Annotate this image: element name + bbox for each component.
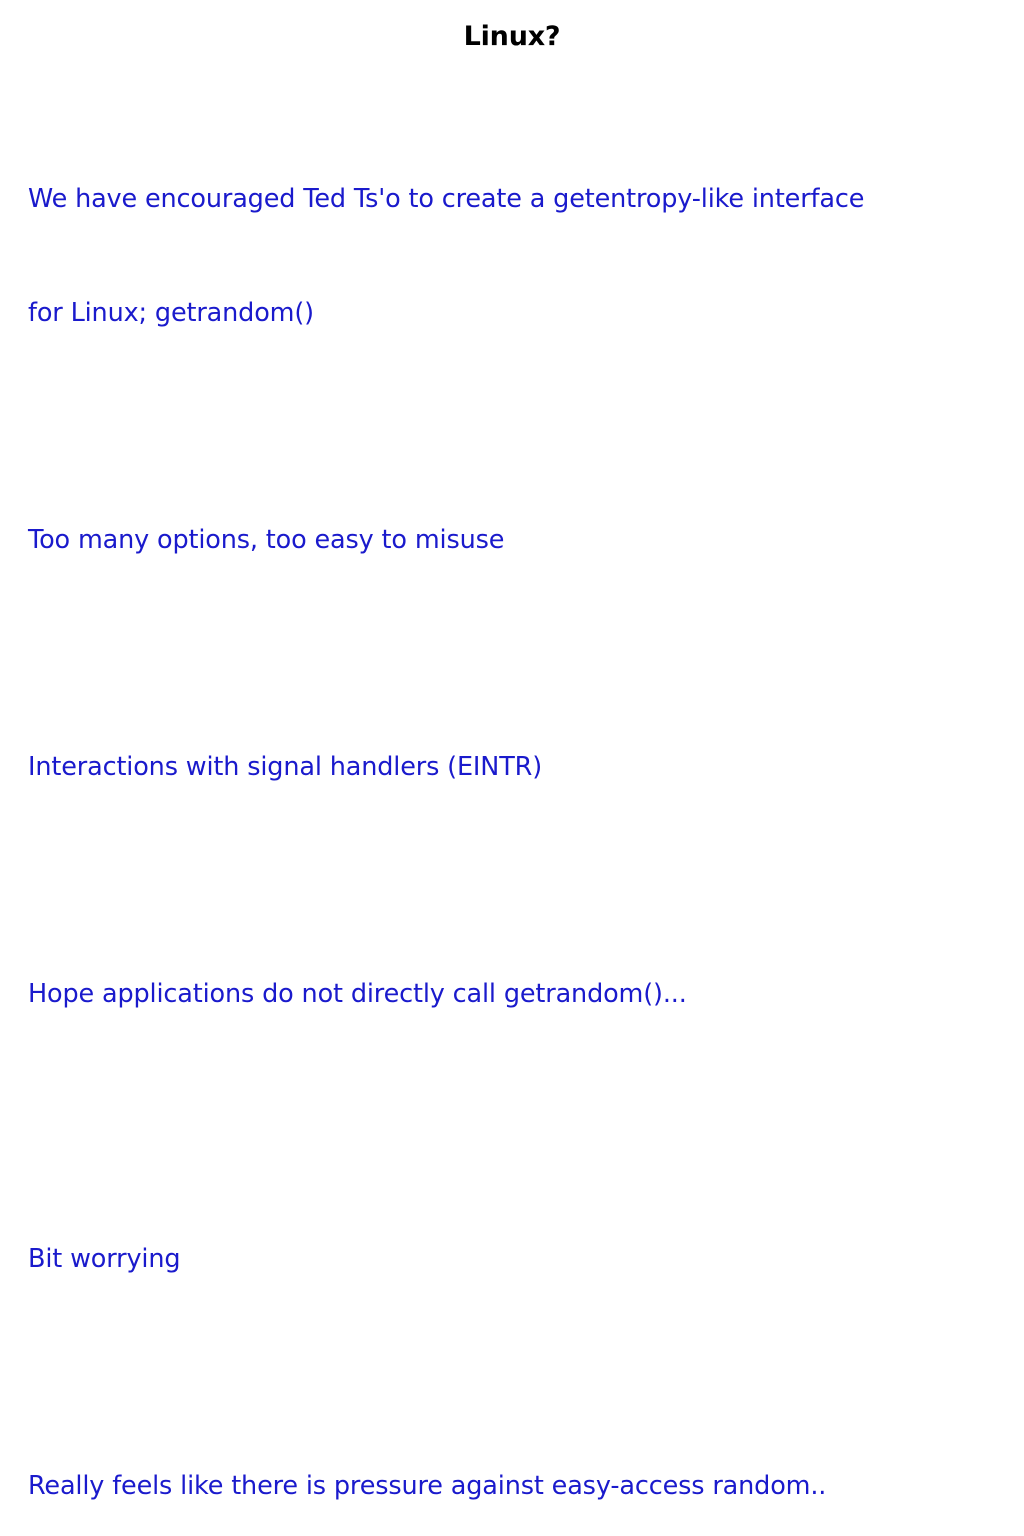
bullet-line: Bit worrying xyxy=(28,1244,181,1274)
bullet-bit-worrying: Bit worrying xyxy=(28,1164,994,1354)
bullet-line: Interactions with signal handlers (EINTR… xyxy=(28,752,543,782)
bullet-signal-handler-interactions: Interactions with signal handlers (EINTR… xyxy=(28,672,994,862)
bullet-line: for Linux; getrandom() xyxy=(28,298,314,328)
bullet-line: Really feels like there is pressure agai… xyxy=(28,1471,827,1501)
bullet-too-many-options: Too many options, too easy to misuse xyxy=(28,445,994,635)
bullet-line: Hope applications do not directly call g… xyxy=(28,979,687,1009)
bullet-pressure-against-easy-access: Really feels like there is pressure agai… xyxy=(28,1391,994,1536)
slide-title: Linux? xyxy=(463,21,561,52)
bullet-line: Too many options, too easy to misuse xyxy=(28,525,505,555)
bullet-hope-applications: Hope applications do not directly call g… xyxy=(28,899,994,1089)
slide-body: We have encouraged Ted Ts'o to create a … xyxy=(28,104,994,1536)
bullet-line: We have encouraged Ted Ts'o to create a … xyxy=(28,184,865,214)
presentation-slide: Linux? We have encouraged Ted Ts'o to cr… xyxy=(28,21,865,1501)
bullet-getentropy-like-interface: We have encouraged Ted Ts'o to create a … xyxy=(28,104,994,408)
